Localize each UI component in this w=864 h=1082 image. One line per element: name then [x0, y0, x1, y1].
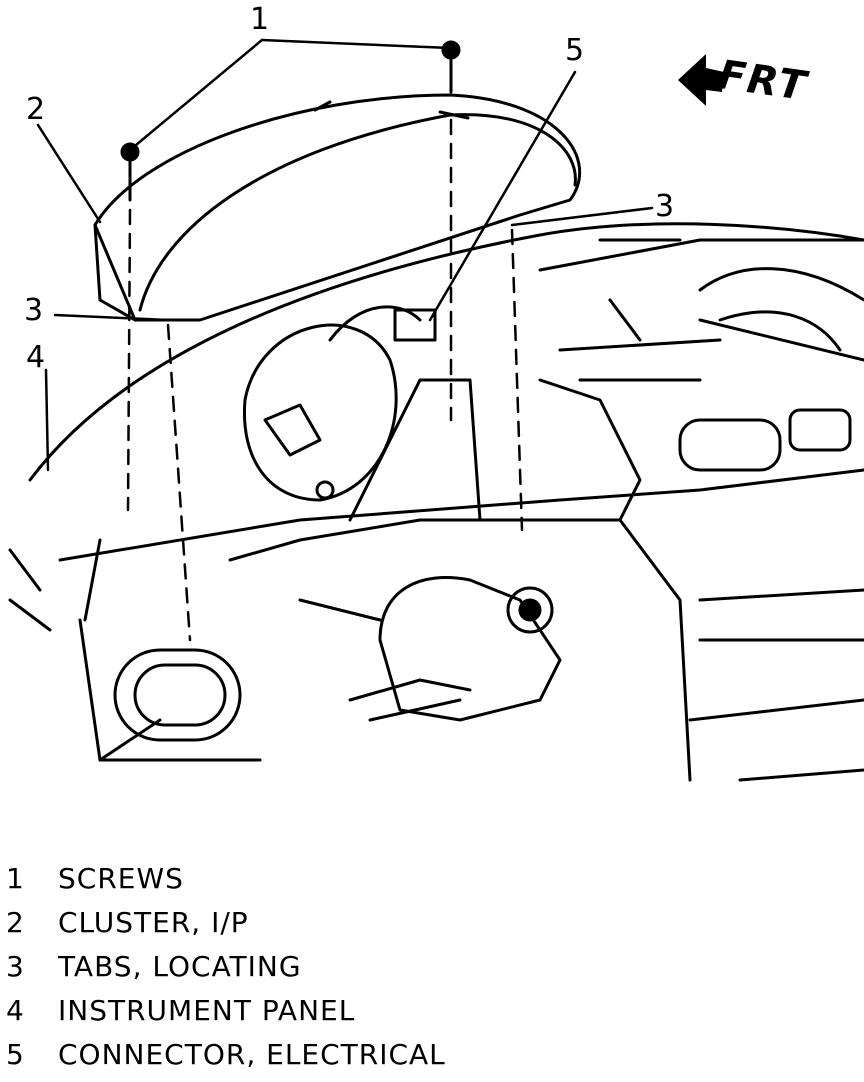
steering-column [298, 576, 562, 722]
screw-left [120, 142, 140, 202]
arrow-left-icon [678, 54, 724, 106]
legend-label: INSTRUMENT PANEL [58, 994, 356, 1027]
callout-1: 1 [250, 2, 270, 37]
legend-item: 5 CONNECTOR, ELECTRICAL [0, 1038, 600, 1082]
legend-item: 4 INSTRUMENT PANEL [0, 994, 600, 1038]
air-vent-left [113, 648, 242, 742]
legend-label: TABS, LOCATING [58, 950, 302, 983]
right-side-components [538, 238, 864, 472]
legend-number: 4 [6, 994, 24, 1027]
legend-number: 2 [6, 906, 24, 939]
cluster-hood [93, 93, 581, 322]
exploded-view-diagram: 1 2 3 3 4 5 FRT [8, 2, 864, 782]
legend-label: CONNECTOR, ELECTRICAL [58, 1038, 446, 1071]
instrument-panel-body [28, 222, 864, 782]
legend-label: SCREWS [58, 862, 184, 895]
callout-4: 4 [26, 340, 46, 375]
left-edge [8, 548, 52, 632]
legend-item: 2 CLUSTER, I/P [0, 906, 600, 950]
legend-number: 5 [6, 1038, 24, 1071]
callout-3-right: 3 [655, 189, 675, 224]
gauge-opening [242, 323, 398, 502]
callout-leaders [36, 38, 654, 472]
guide-lines [126, 118, 524, 642]
callout-5: 5 [565, 33, 585, 68]
legend-number: 3 [6, 950, 24, 983]
callout-2: 2 [26, 92, 46, 127]
callout-3-left: 3 [24, 293, 44, 328]
direction-label: FRT [715, 51, 811, 111]
screw-top [441, 40, 461, 94]
legend-item: 1 SCREWS [0, 862, 600, 906]
front-direction-indicator: FRT [676, 40, 816, 120]
legend-item: 3 TABS, LOCATING [0, 950, 600, 994]
legend-number: 1 [6, 862, 24, 895]
instrument-panel-drawing [8, 38, 864, 782]
legend-label: CLUSTER, I/P [58, 906, 249, 939]
electrical-connector [328, 305, 437, 342]
